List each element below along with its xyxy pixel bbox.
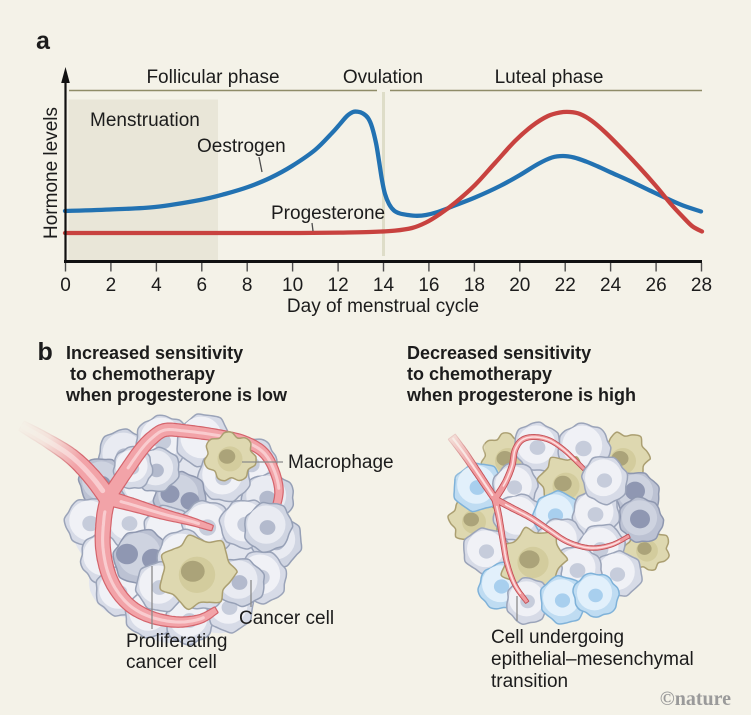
svg-text:Oestrogen: Oestrogen [197, 136, 286, 157]
svg-text:12: 12 [328, 275, 349, 296]
svg-text:a: a [36, 27, 51, 55]
svg-text:Ovulation: Ovulation [343, 67, 423, 88]
svg-text:epithelial–mesenchymal: epithelial–mesenchymal [491, 649, 694, 670]
svg-text:Decreased sensitivity: Decreased sensitivity [407, 343, 591, 363]
svg-text:20: 20 [509, 275, 530, 296]
svg-text:Cancer cell: Cancer cell [239, 608, 334, 629]
svg-text:Menstruation: Menstruation [90, 110, 200, 131]
svg-text:when progesterone is low: when progesterone is low [65, 385, 288, 405]
svg-text:28: 28 [691, 275, 712, 296]
svg-text:2: 2 [106, 275, 117, 296]
svg-text:to chemotherapy: to chemotherapy [70, 364, 215, 384]
svg-text:transition: transition [491, 671, 568, 692]
svg-text:10: 10 [282, 275, 303, 296]
svg-text:cancer cell: cancer cell [126, 652, 217, 673]
svg-text:6: 6 [197, 275, 208, 296]
svg-text:when progesterone is high: when progesterone is high [406, 385, 636, 405]
svg-text:0: 0 [60, 275, 71, 296]
svg-text:Follicular phase: Follicular phase [146, 67, 279, 88]
svg-text:Increased sensitivity: Increased sensitivity [66, 343, 243, 363]
svg-text:b: b [38, 338, 53, 366]
svg-text:22: 22 [555, 275, 576, 296]
svg-text:Hormone levels: Hormone levels [41, 107, 62, 239]
svg-text:8: 8 [242, 275, 253, 296]
svg-text:Macrophage: Macrophage [288, 452, 394, 473]
svg-text:to chemotherapy: to chemotherapy [407, 364, 552, 384]
svg-text:©nature: ©nature [660, 688, 731, 710]
svg-text:16: 16 [418, 275, 439, 296]
svg-text:24: 24 [600, 275, 622, 296]
svg-text:Luteal phase: Luteal phase [495, 67, 604, 88]
svg-text:Day of menstrual cycle: Day of menstrual cycle [287, 296, 479, 317]
svg-text:18: 18 [464, 275, 485, 296]
svg-text:Proliferating: Proliferating [126, 631, 227, 652]
svg-text:Progesterone: Progesterone [271, 203, 385, 224]
svg-text:Cell undergoing: Cell undergoing [491, 627, 624, 648]
svg-text:4: 4 [151, 275, 162, 296]
svg-text:14: 14 [373, 275, 395, 296]
svg-text:26: 26 [646, 275, 667, 296]
